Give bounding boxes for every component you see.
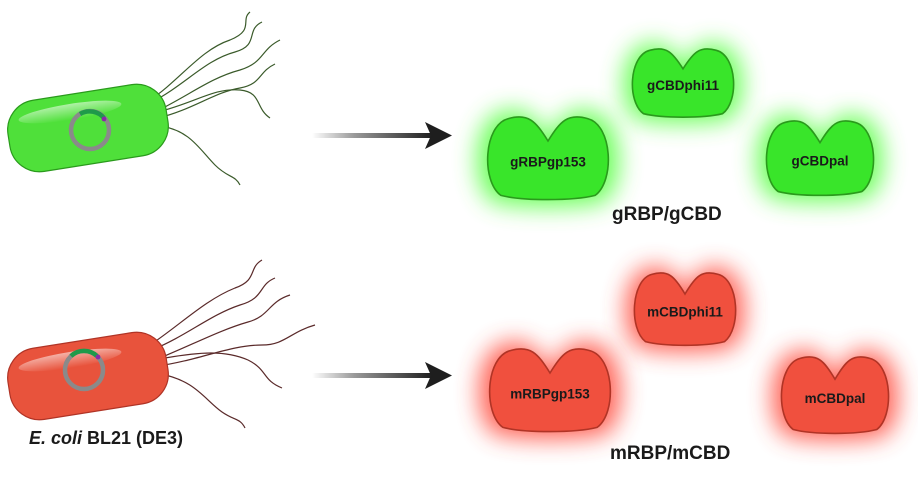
protein-label: mCBDphi11	[647, 304, 723, 319]
bacterium-red	[7, 259, 316, 429]
arrow-bottom	[312, 362, 452, 389]
group-caption-red: mRBP/mCBD	[610, 443, 731, 464]
protein-blob: gCBDphi11	[623, 42, 743, 124]
strain-label: E. coli BL21 (DE3)	[29, 428, 183, 449]
protein-label: mCBDpal	[805, 391, 866, 406]
cell-body	[7, 331, 169, 421]
protein-blob: mCBDpal	[771, 350, 899, 441]
protein-label: gRBPgp153	[510, 155, 586, 170]
protein-shape	[633, 272, 737, 347]
plasmid-icon	[62, 348, 106, 392]
protein-blob: gRBPgp153	[476, 109, 620, 208]
plasmid-icon	[68, 108, 112, 152]
protein-shape	[780, 356, 890, 435]
protein-label: mRBPgp153	[510, 387, 590, 402]
cell-body	[7, 83, 169, 173]
cell-highlight	[18, 100, 122, 124]
protein-label: gCBDphi11	[647, 78, 720, 93]
protein-blob: mRBPgp153	[478, 341, 622, 440]
strain-name: BL21 (DE3)	[82, 428, 184, 448]
bacterium-green	[7, 11, 281, 186]
flagella-red	[149, 259, 316, 429]
flagella-green	[149, 11, 281, 186]
arrow-top	[312, 122, 452, 149]
protein-group-red: mCBDphi11 mRBPgp153 mCBDpal	[478, 266, 899, 441]
protein-shape	[631, 48, 735, 118]
group-caption-green: gRBP/gCBD	[612, 204, 722, 225]
protein-label: gCBDpal	[792, 154, 849, 169]
protein-blob: mCBDphi11	[625, 266, 745, 352]
protein-shape	[765, 120, 875, 197]
protein-shape	[488, 348, 612, 433]
protein-blob: gCBDpal	[756, 114, 884, 203]
protein-group-green: gCBDphi11 gRBPgp153 gCBDpal	[476, 42, 884, 208]
protein-shape	[486, 116, 610, 201]
strain-species: E. coli	[29, 428, 83, 448]
